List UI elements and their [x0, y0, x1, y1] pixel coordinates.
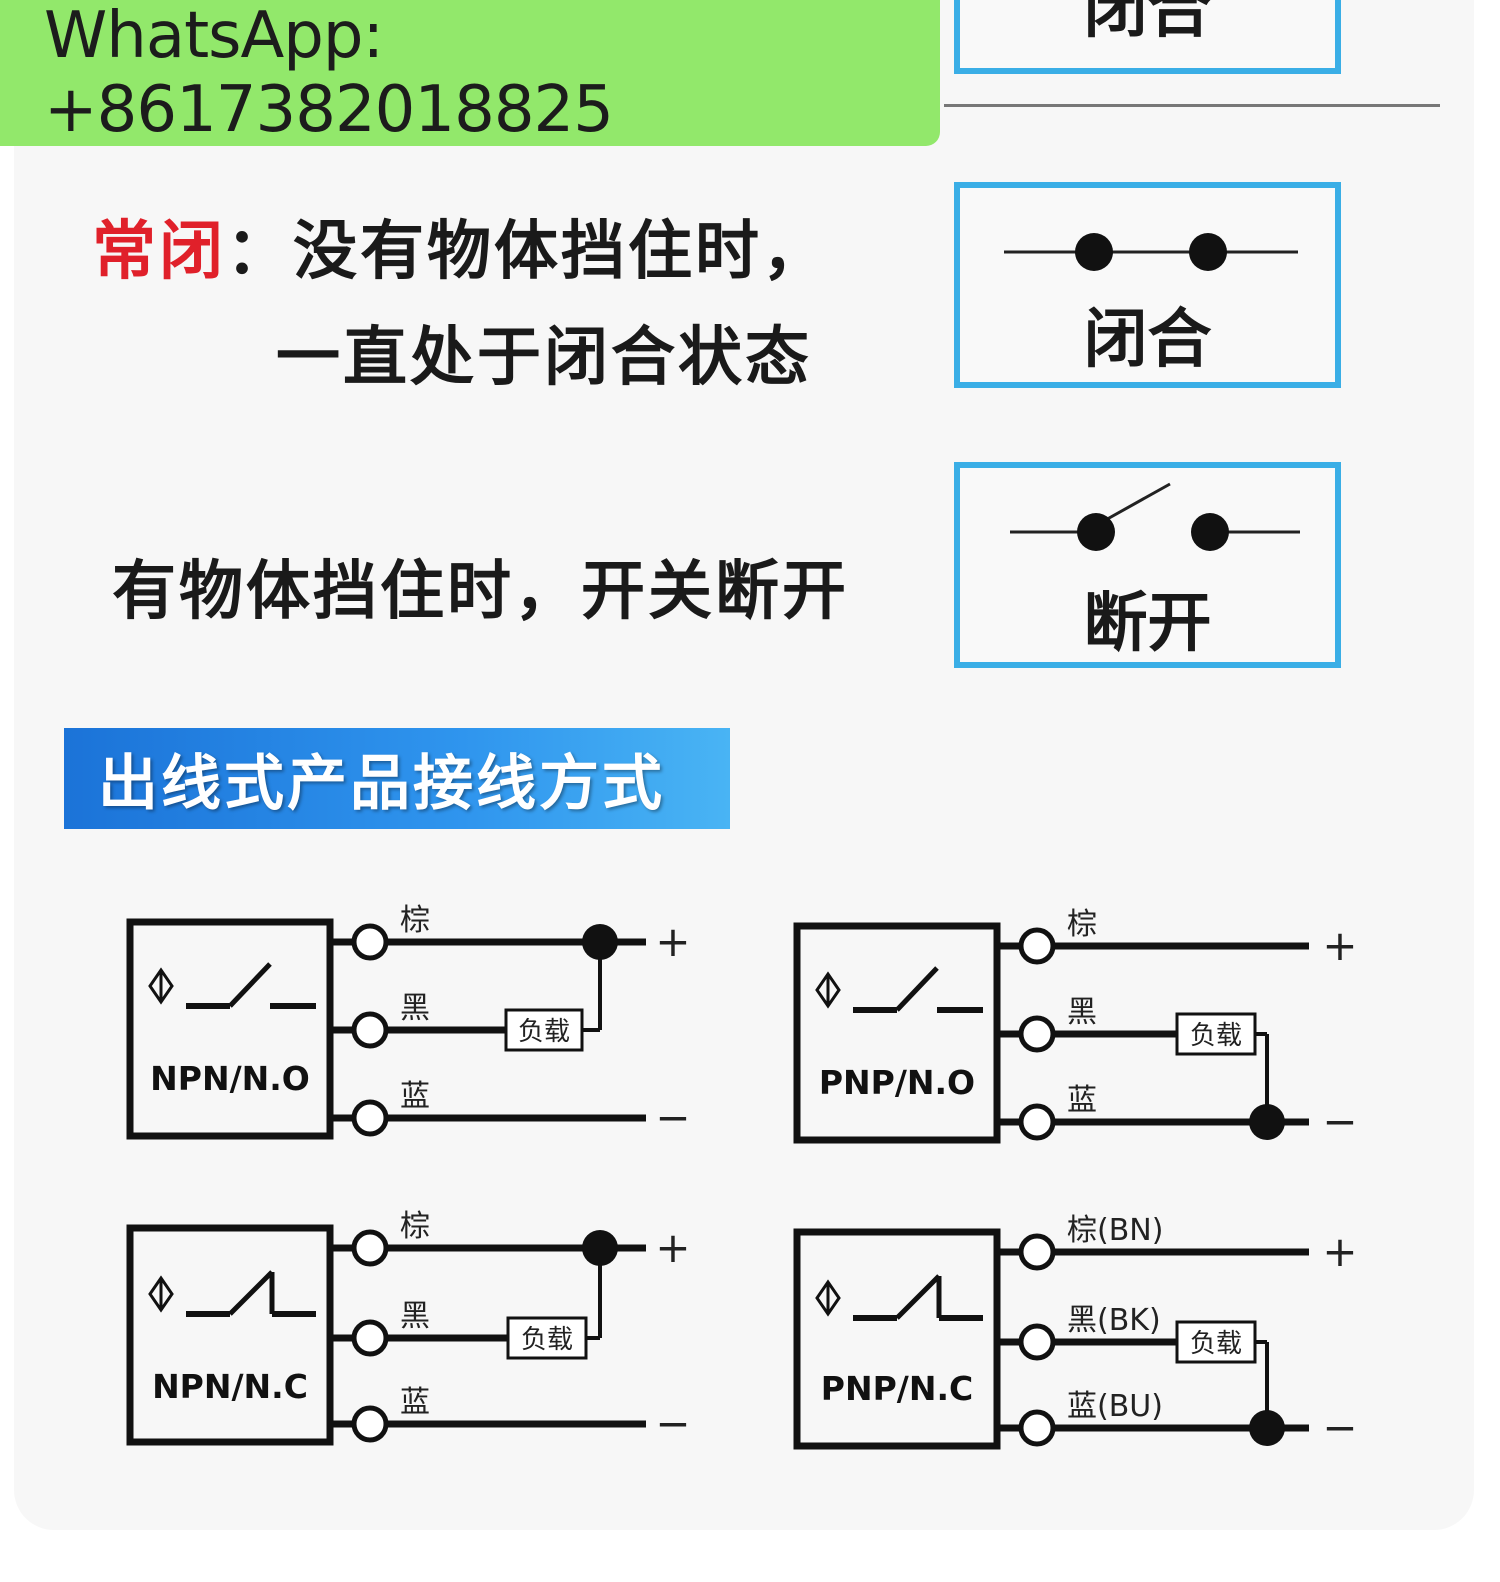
- wiring-diagrams: NPN/N.O 棕 黑 蓝 负载 + − PNP/N.O 棕 黑 蓝: [126, 903, 1358, 1452]
- nc-line2: 一直处于闭合状态: [276, 321, 812, 395]
- nc-heading: 常闭: [92, 215, 226, 289]
- load-box: [1175, 1012, 1257, 1056]
- wire-label-blue: 蓝(BU): [1067, 1389, 1163, 1424]
- wire-label-black: 黑: [1067, 995, 1097, 1030]
- switch-blade-nc: [228, 1270, 274, 1316]
- terminal-brown: [1018, 1233, 1056, 1271]
- sensor-body: [793, 1228, 1001, 1450]
- closed-contact-dot-right: [1189, 233, 1227, 271]
- whatsapp-contact-banner: WhatsApp: +8617382018825: [0, 0, 940, 147]
- sensor-diamond-icon: [148, 1275, 174, 1313]
- sensor-body: [126, 918, 334, 1140]
- junction-dot: [1249, 1104, 1285, 1140]
- load-label: 负载: [521, 1325, 573, 1355]
- wire-label-brown: 棕(BN): [1067, 1213, 1163, 1248]
- junction-dot: [582, 924, 618, 960]
- junction-dot: [582, 1230, 618, 1266]
- terminal-brown: [351, 1229, 389, 1267]
- wire-label-brown: 棕: [400, 903, 430, 938]
- closed-state-label: 闭合: [1083, 303, 1212, 377]
- closed-state-label-top: 闭合: [1083, 0, 1212, 47]
- whatsapp-contact-text: WhatsApp: +8617382018825: [44, 0, 614, 147]
- nc-description-line2: 一直处于闭合状态: [276, 306, 812, 398]
- model-label: PNP/N.C: [821, 1369, 973, 1408]
- closed-state-box: 闭合: [954, 182, 1341, 388]
- minus-sign: −: [655, 1093, 690, 1142]
- junction-dot: [1249, 1410, 1285, 1446]
- load-label: 负载: [518, 1017, 570, 1047]
- terminal-blue: [351, 1405, 389, 1443]
- model-label: NPN/N.O: [150, 1059, 310, 1098]
- sensor-diamond-icon: [815, 1279, 841, 1317]
- terminal-brown: [1018, 927, 1056, 965]
- switch-blade-no: [228, 962, 272, 1008]
- load-label: 负载: [1190, 1021, 1242, 1051]
- terminal-brown: [351, 923, 389, 961]
- sensor-body: [793, 922, 1001, 1144]
- sensor-body: [126, 1224, 334, 1446]
- blocked-description: 有物体挡住时，开关断开: [112, 540, 849, 632]
- switch-blade-nc: [895, 1274, 941, 1320]
- nc-description-line1: 常闭：没有物体挡住时，: [92, 200, 829, 292]
- terminal-blue: [351, 1099, 389, 1137]
- blocked-text: 有物体挡住时，开关断开: [112, 555, 849, 629]
- minus-sign: −: [655, 1399, 690, 1448]
- minus-sign: −: [1322, 1403, 1357, 1452]
- closed-contact-dot-left: [1075, 233, 1113, 271]
- sensor-diamond-icon: [148, 967, 174, 1005]
- open-switch-symbol: [1010, 482, 1300, 551]
- load-label: 负载: [1190, 1329, 1242, 1359]
- open-state-box: 断开: [954, 462, 1341, 668]
- plus-sign: +: [655, 1223, 690, 1272]
- open-contact-dot-left: [1077, 513, 1115, 551]
- wiring-diagram-npn-no: NPN/N.O 棕 黑 蓝 负载 + −: [126, 903, 691, 1142]
- wire-label-blue: 蓝: [400, 1385, 430, 1420]
- model-label: NPN/N.C: [152, 1367, 308, 1406]
- wiring-diagram-pnp-nc: PNP/N.C 棕(BN) 黑(BK) 蓝(BU) 负载 + −: [793, 1213, 1358, 1452]
- terminal-black: [1018, 1015, 1056, 1053]
- nc-colon: ：: [226, 215, 293, 289]
- model-label: PNP/N.O: [819, 1063, 975, 1102]
- terminal-blue: [1018, 1409, 1056, 1447]
- wiring-diagram-npn-nc: NPN/N.C 棕 黑 蓝 负载 + −: [126, 1209, 691, 1448]
- wire-label-black: 黑: [400, 991, 430, 1026]
- open-switch-lever: [1101, 482, 1171, 524]
- wiring-title-text: 出线式产品接线方式: [98, 749, 665, 819]
- wire-label-black: 黑: [400, 1299, 430, 1334]
- terminal-black: [351, 1011, 389, 1049]
- plus-sign: +: [1322, 1227, 1357, 1276]
- minus-sign: −: [1322, 1097, 1357, 1146]
- nc-line1: 没有物体挡住时，: [293, 215, 829, 289]
- sensor-diamond-icon: [815, 971, 841, 1009]
- load-box: [506, 1316, 588, 1360]
- terminal-black: [1018, 1323, 1056, 1361]
- plus-sign: +: [1322, 921, 1357, 970]
- plus-sign: +: [655, 917, 690, 966]
- switch-blade-no: [895, 966, 939, 1012]
- closed-state-box-top: 闭合: [954, 0, 1341, 74]
- wire-label-blue: 蓝: [1067, 1083, 1097, 1118]
- terminal-blue: [1018, 1103, 1056, 1141]
- wiring-diagram-pnp-no: PNP/N.O 棕 黑 蓝 负载 + −: [793, 907, 1358, 1146]
- wiring-section-title: 出线式产品接线方式: [64, 728, 730, 829]
- wire-label-brown: 棕: [400, 1209, 430, 1244]
- wire-label-blue: 蓝: [400, 1079, 430, 1114]
- wire-label-black: 黑(BK): [1067, 1303, 1161, 1338]
- divider-line: [944, 104, 1440, 107]
- terminal-black: [351, 1319, 389, 1357]
- open-state-label: 断开: [1083, 587, 1212, 661]
- wire-label-brown: 棕: [1067, 907, 1097, 942]
- open-contact-dot-right: [1191, 513, 1229, 551]
- load-box: [1175, 1320, 1257, 1364]
- closed-switch-symbol: [1004, 233, 1298, 271]
